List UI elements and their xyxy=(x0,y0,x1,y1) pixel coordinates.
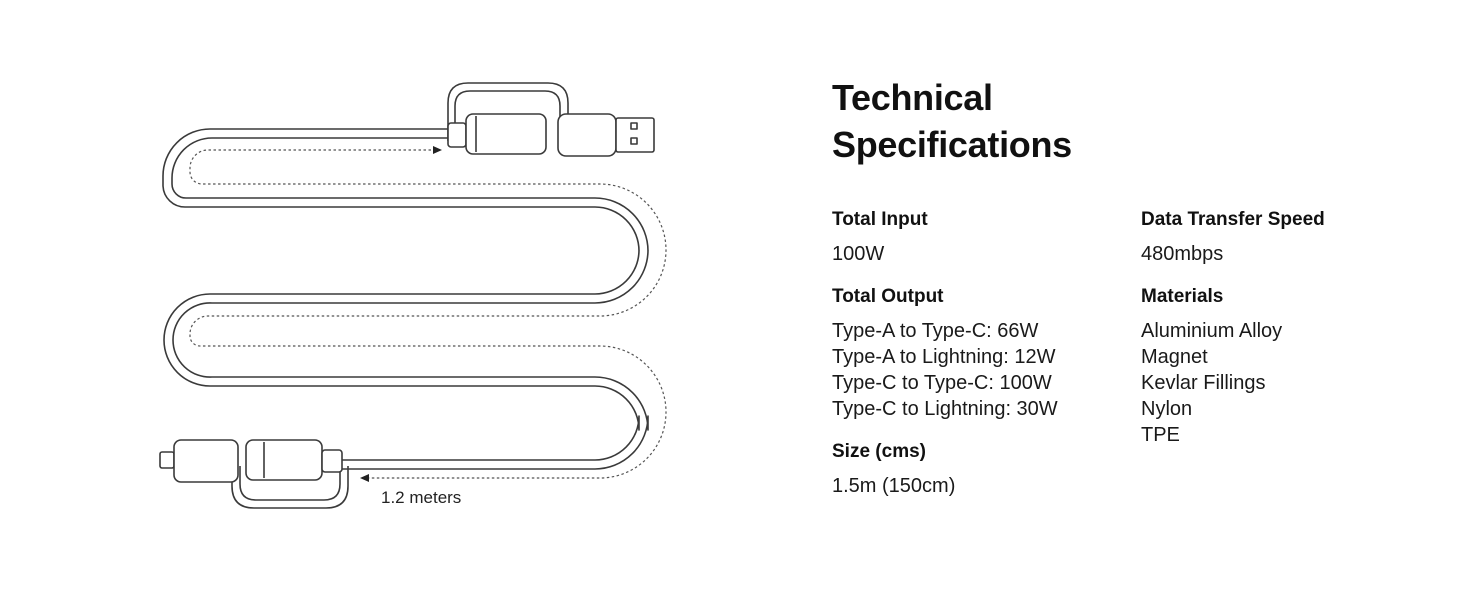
spec-label: Materials xyxy=(1141,286,1224,307)
spec-label: Data Transfer Speed xyxy=(1141,209,1325,230)
spec-value: 1.5m (150cm) xyxy=(832,473,1058,499)
arrow-head-bottom xyxy=(360,474,369,482)
specs-title-line-1: Technical xyxy=(832,77,993,118)
spec-label: Total Input xyxy=(832,209,928,230)
arrow-head-top xyxy=(433,146,442,154)
spec-label: Size (cms) xyxy=(832,441,926,462)
spec-total-input: Total Input 100W xyxy=(832,207,1058,267)
spec-value-line: Type-A to Type-C: 66W xyxy=(832,320,1039,342)
top-magnet-loop-inner xyxy=(454,90,561,141)
spec-value: Aluminium Alloy Magnet Kevlar Fillings N… xyxy=(1141,318,1325,448)
spec-value: Type-A to Type-C: 66W Type-A to Lightnin… xyxy=(832,318,1058,422)
spec-value-line: Type-C to Lightning: 30W xyxy=(832,398,1058,420)
spec-value-line: Type-A to Lightning: 12W xyxy=(832,346,1056,368)
bottom-typec-body xyxy=(245,439,323,481)
top-usba-body xyxy=(557,113,617,157)
top-collar xyxy=(447,122,467,148)
bottom-magnet-loop-inner xyxy=(239,466,341,501)
specs-title: Technical Specifications xyxy=(832,74,1432,168)
spec-size: Size (cms) 1.5m (150cm) xyxy=(832,439,1058,499)
bottom-magnet-loop xyxy=(231,466,349,509)
spec-value-line: TPE xyxy=(1141,424,1180,446)
spec-label: Total Output xyxy=(832,286,944,307)
specs-column-right: Data Transfer Speed 480mbps Materials Al… xyxy=(1141,207,1325,465)
specs-title-line-2: Specifications xyxy=(832,124,1072,165)
spec-value-line: 100W xyxy=(832,243,885,265)
spec-data-transfer: Data Transfer Speed 480mbps xyxy=(1141,207,1325,267)
lightning-tip xyxy=(159,451,175,469)
spec-value-line: Nylon xyxy=(1141,398,1193,420)
spec-value-line: 480mbps xyxy=(1141,243,1224,265)
length-dashed-line xyxy=(189,149,667,479)
spec-value-line: Aluminium Alloy xyxy=(1141,320,1283,342)
spec-total-output: Total Output Type-A to Type-C: 66W Type-… xyxy=(832,284,1058,422)
spec-value-line: Magnet xyxy=(1141,346,1208,368)
top-typec-body xyxy=(465,113,547,155)
cable-outline-inner xyxy=(171,137,649,470)
spec-value: 480mbps xyxy=(1141,241,1325,267)
length-label: 1.2 meters xyxy=(381,488,462,507)
specs-panel: Technical Specifications Total Input 100… xyxy=(832,74,1432,497)
spec-value: 100W xyxy=(832,241,1058,267)
spec-value-line: 1.5m (150cm) xyxy=(832,475,956,497)
specs-column-left: Total Input 100W Total Output Type-A to … xyxy=(832,207,1058,516)
bottom-lightning-body xyxy=(173,439,239,483)
cable-illustration xyxy=(159,82,667,509)
spec-value-line: Type-C to Type-C: 100W xyxy=(832,372,1052,394)
spec-value-line: Kevlar Fillings xyxy=(1141,372,1266,394)
cable-outline-outer xyxy=(162,128,640,461)
bottom-collar xyxy=(321,449,343,473)
top-magnet-loop xyxy=(447,82,569,141)
spec-materials: Materials Aluminium Alloy Magnet Kevlar … xyxy=(1141,284,1325,448)
top-usba-plug xyxy=(615,117,655,153)
